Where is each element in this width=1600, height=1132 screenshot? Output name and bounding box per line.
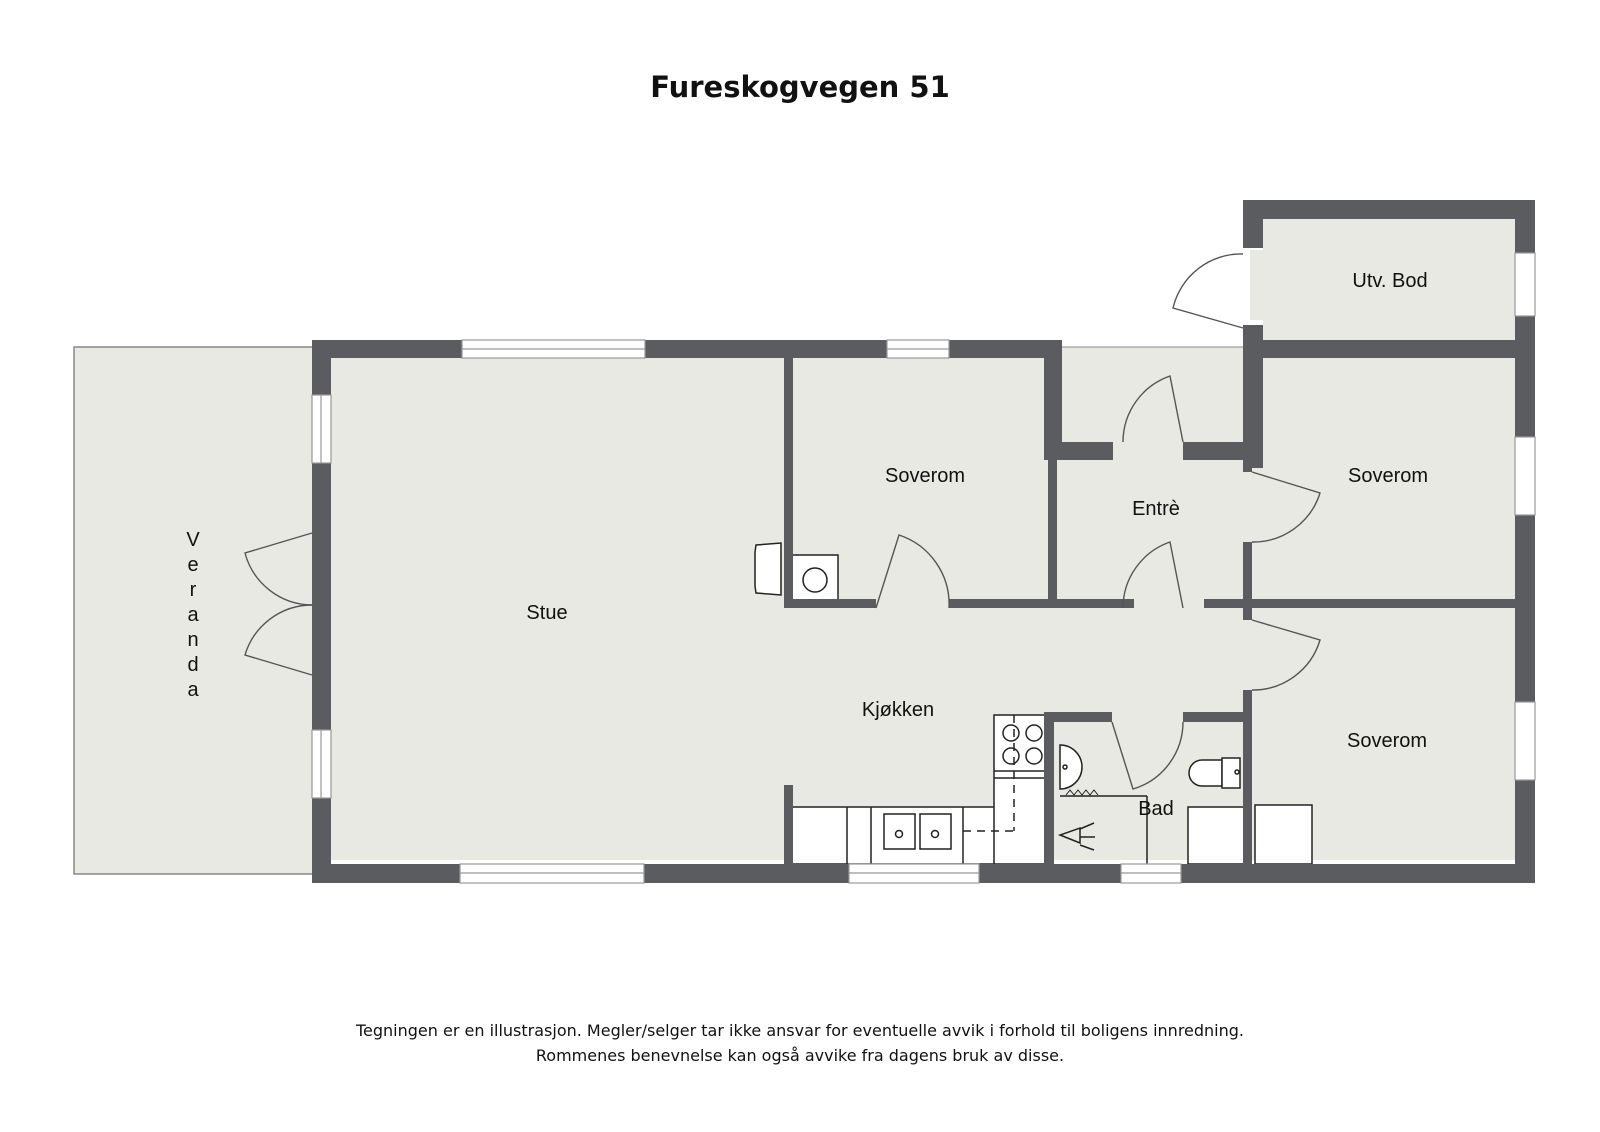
room-label-stue: Stue (526, 602, 567, 624)
veranda-area (73, 346, 315, 875)
windows (311, 252, 1536, 884)
plan-title: Fureskogvegen 51 (650, 70, 950, 104)
doors (244, 253, 1321, 790)
room-label-soverom-2: Soverom (1348, 465, 1428, 487)
stove-icon (1002, 724, 1043, 765)
svg-text:d: d (187, 654, 198, 676)
room-labels: Stue Kjøkken Soverom Entrè Soverom Sover… (186, 270, 1428, 820)
svg-text:r: r (190, 579, 197, 601)
disclaimer-line-1: Tegningen er en illustrasjon. Megler/sel… (355, 1021, 1245, 1040)
svg-text:V: V (186, 529, 200, 551)
room-label-soverom-3: Soverom (1347, 730, 1427, 752)
fireplace-icon (754, 542, 839, 604)
disclaimer: Tegningen er en illustrasjon. Megler/sel… (0, 1018, 1600, 1068)
disclaimer-line-2: Rommenes benevnelse kan også avvike fra … (535, 1046, 1065, 1065)
svg-text:a: a (187, 604, 199, 626)
bathroom-fixtures (1057, 744, 1148, 864)
bath-cabinet (1187, 806, 1247, 865)
room-label-kjokken: Kjøkken (862, 699, 934, 721)
toilet-icon (1188, 757, 1241, 789)
kitchen-counters (790, 714, 1054, 865)
wardrobe (1254, 804, 1313, 865)
svg-text:n: n (187, 629, 198, 651)
svg-text:a: a (187, 679, 199, 701)
room-label-utv-bod: Utv. Bod (1352, 270, 1427, 292)
floors (330, 218, 1520, 860)
room-label-entre: Entrè (1132, 498, 1180, 520)
svg-text:e: e (187, 554, 198, 576)
room-label-bad: Bad (1138, 798, 1174, 820)
room-label-veranda: V e r a n d a (186, 529, 200, 701)
room-label-soverom-1: Soverom (885, 465, 965, 487)
